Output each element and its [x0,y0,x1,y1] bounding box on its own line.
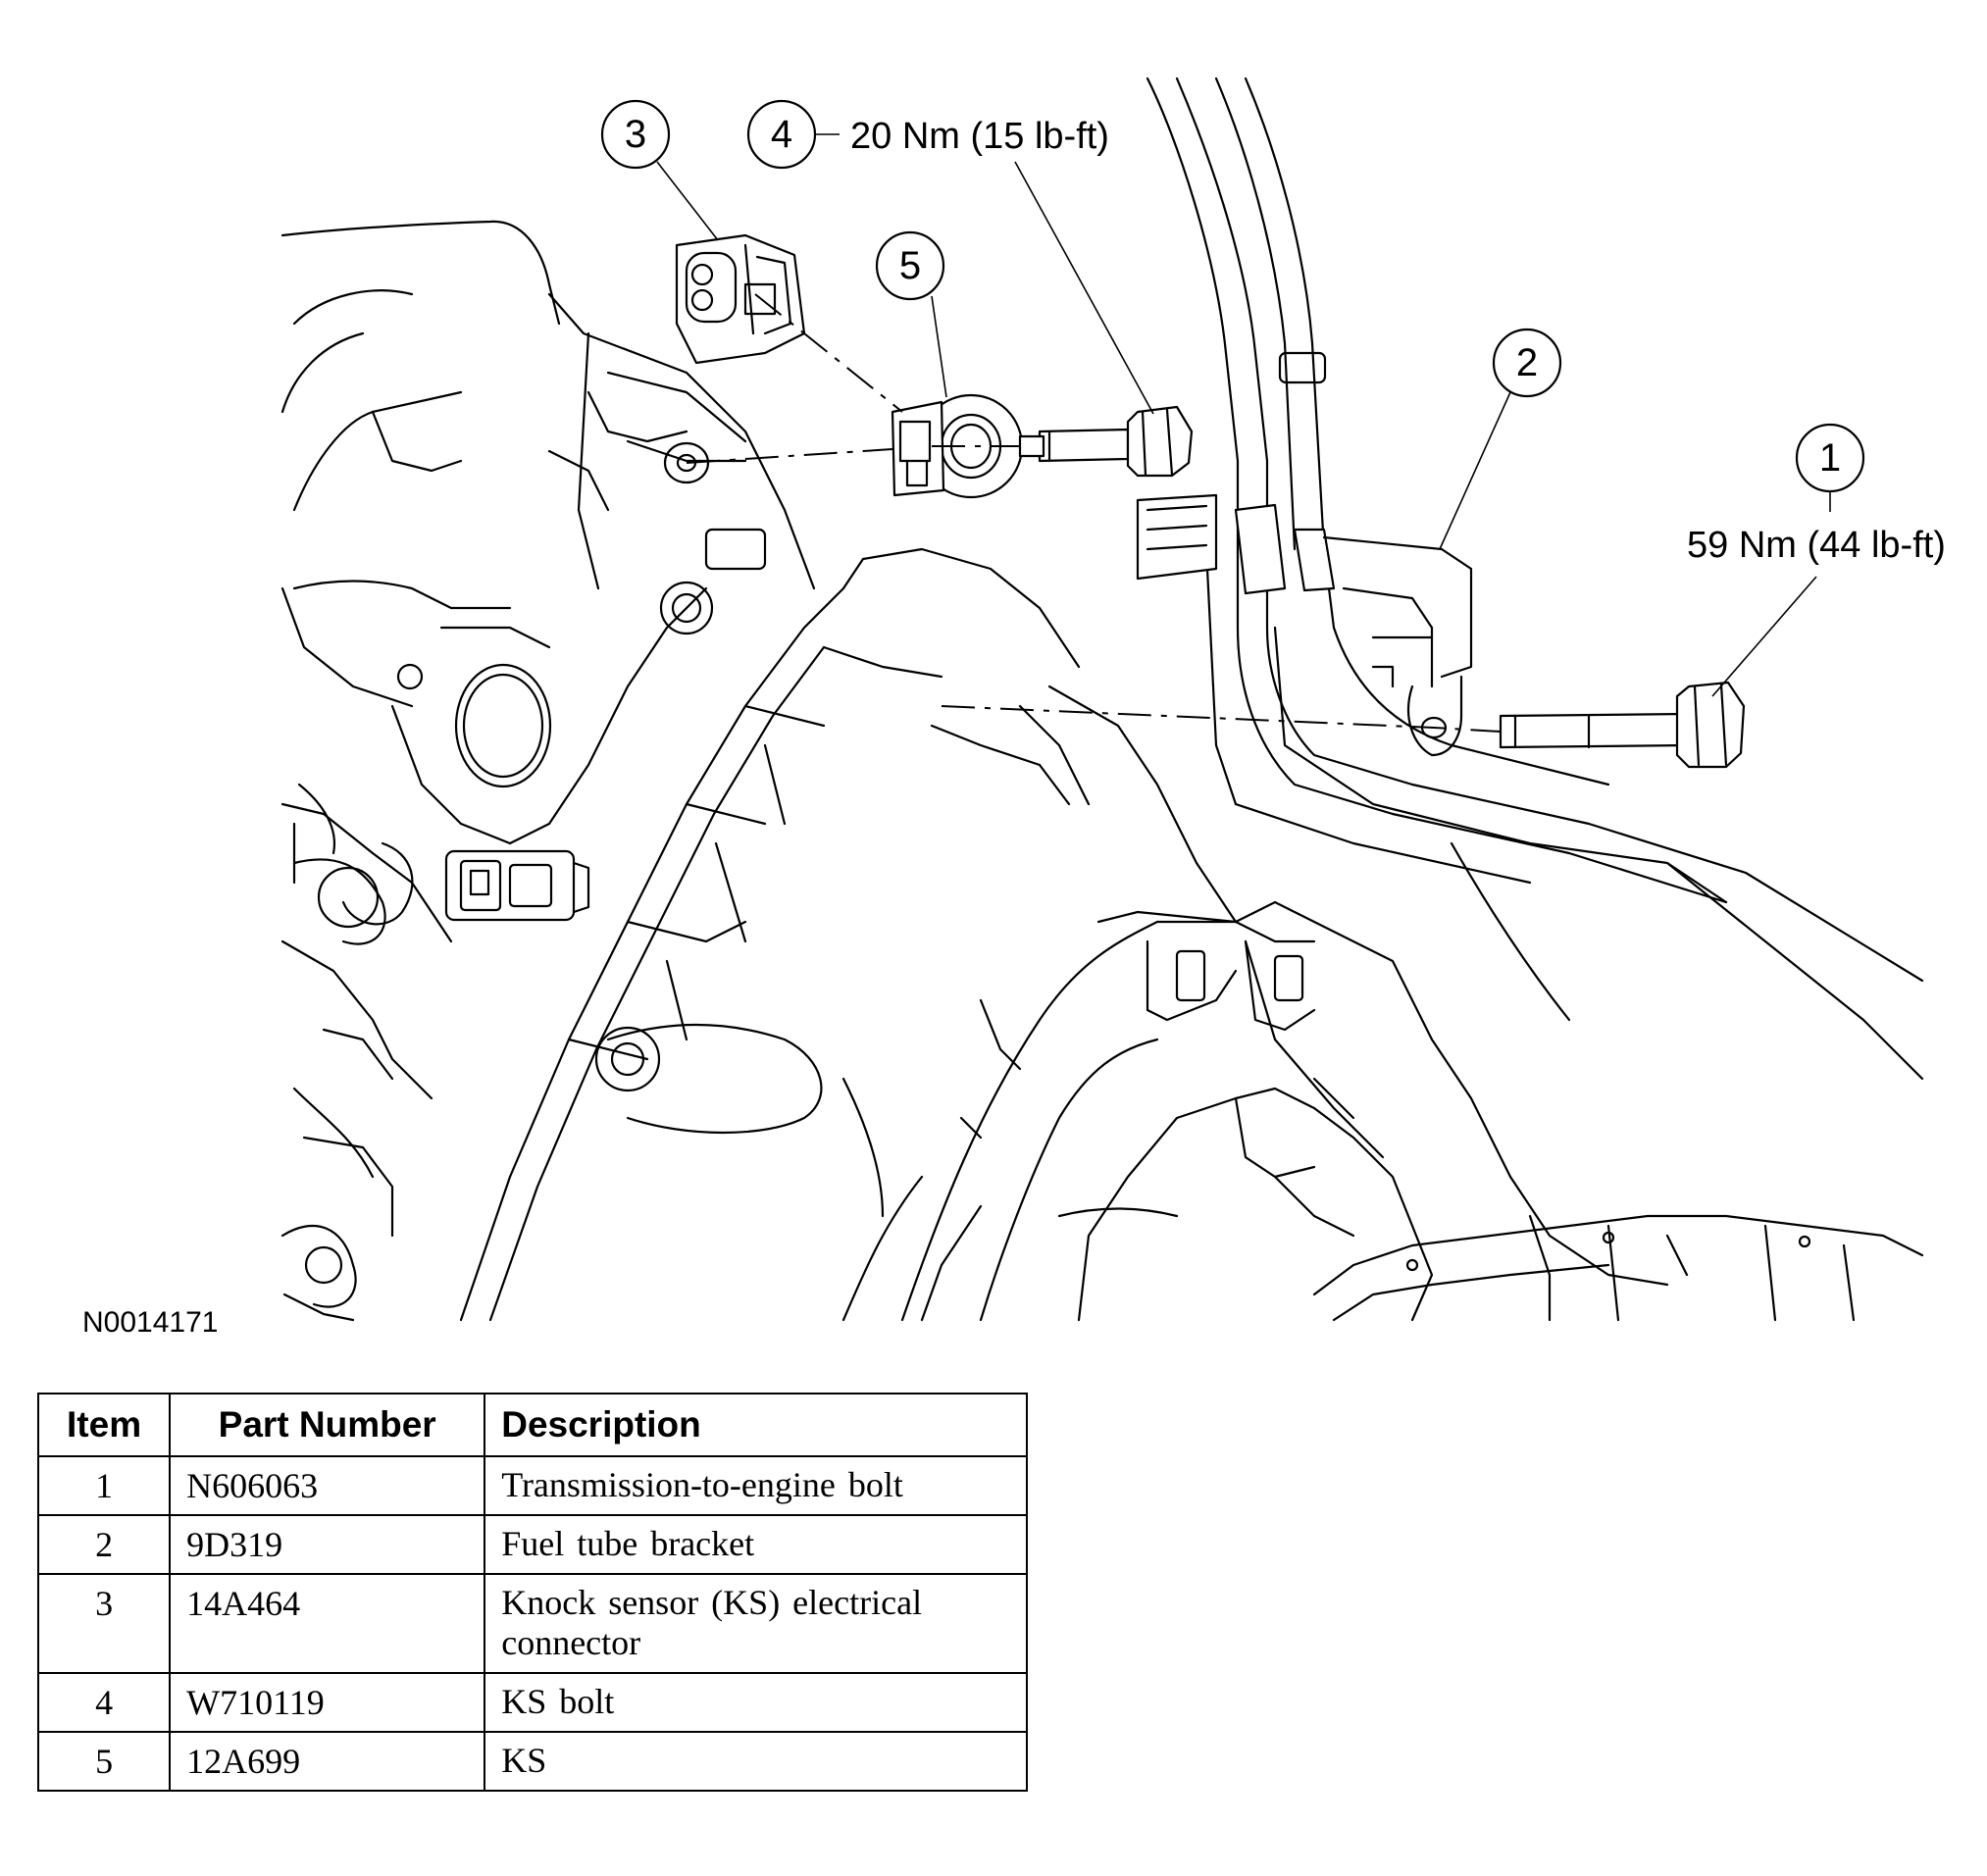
ks-bolt [1018,405,1194,478]
assembly-centerlines [686,293,1502,733]
table-header-row: Item Part Number Description [36,1393,1028,1457]
transmission-bolt [1499,681,1746,769]
header-part-number: Part Number [169,1393,486,1457]
table-row: 4 W710119 KS bolt [36,1671,1028,1733]
table-row: 1 N606063 Transmission-to-engine bolt [36,1455,1028,1516]
row-item: 5 [36,1730,172,1792]
row-item: 3 [36,1573,172,1674]
fuel-tubes [1146,76,1924,983]
row-description: Knock sensor (KS) electrical connector [484,1573,1028,1674]
callout-3: 3 [600,99,719,241]
engine-block [280,220,816,1322]
callout-2-number: 2 [1516,341,1538,384]
parts-table: Item Part Number Description 1 N606063 T… [36,1393,1028,1792]
table-row: 5 12A699 KS [36,1730,1028,1792]
figure-id: N0014171 [82,1306,218,1339]
row-item: 1 [36,1455,172,1516]
callout-5: 5 [875,230,947,398]
callout-4-number: 4 [771,113,792,156]
row-description: Fuel tube bracket [484,1514,1028,1575]
row-part-number: 14A464 [169,1573,486,1674]
table-row: 2 9D319 Fuel tube bracket [36,1514,1028,1575]
row-item: 4 [36,1671,172,1733]
row-part-number: N606063 [169,1455,486,1516]
transmission-housing [459,547,1924,1322]
callout-1: 1 59 Nm (44 lb-ft) [1687,423,1946,697]
table-row: 3 14A464 Knock sensor (KS) electrical co… [36,1573,1028,1674]
callout-4: 4 20 Nm (15 lb-ft) [746,99,1154,415]
row-part-number: 12A699 [169,1730,486,1792]
header-description: Description [484,1393,1028,1457]
row-item: 2 [36,1514,172,1575]
row-part-number: 9D319 [169,1514,486,1575]
callout-1-torque: 59 Nm (44 lb-ft) [1687,525,1946,566]
callout-4-torque: 20 Nm (15 lb-ft) [850,116,1109,157]
callout-1-number: 1 [1819,436,1841,480]
callout-5-number: 5 [899,244,921,287]
callout-3-number: 3 [625,113,646,156]
callout-2: 2 [1439,328,1562,550]
ks-connector [675,233,806,365]
row-description: KS bolt [484,1671,1028,1733]
row-description: KS [484,1730,1028,1792]
row-description: Transmission-to-engine bolt [484,1455,1028,1516]
header-item: Item [36,1393,172,1457]
row-part-number: W710119 [169,1671,486,1733]
